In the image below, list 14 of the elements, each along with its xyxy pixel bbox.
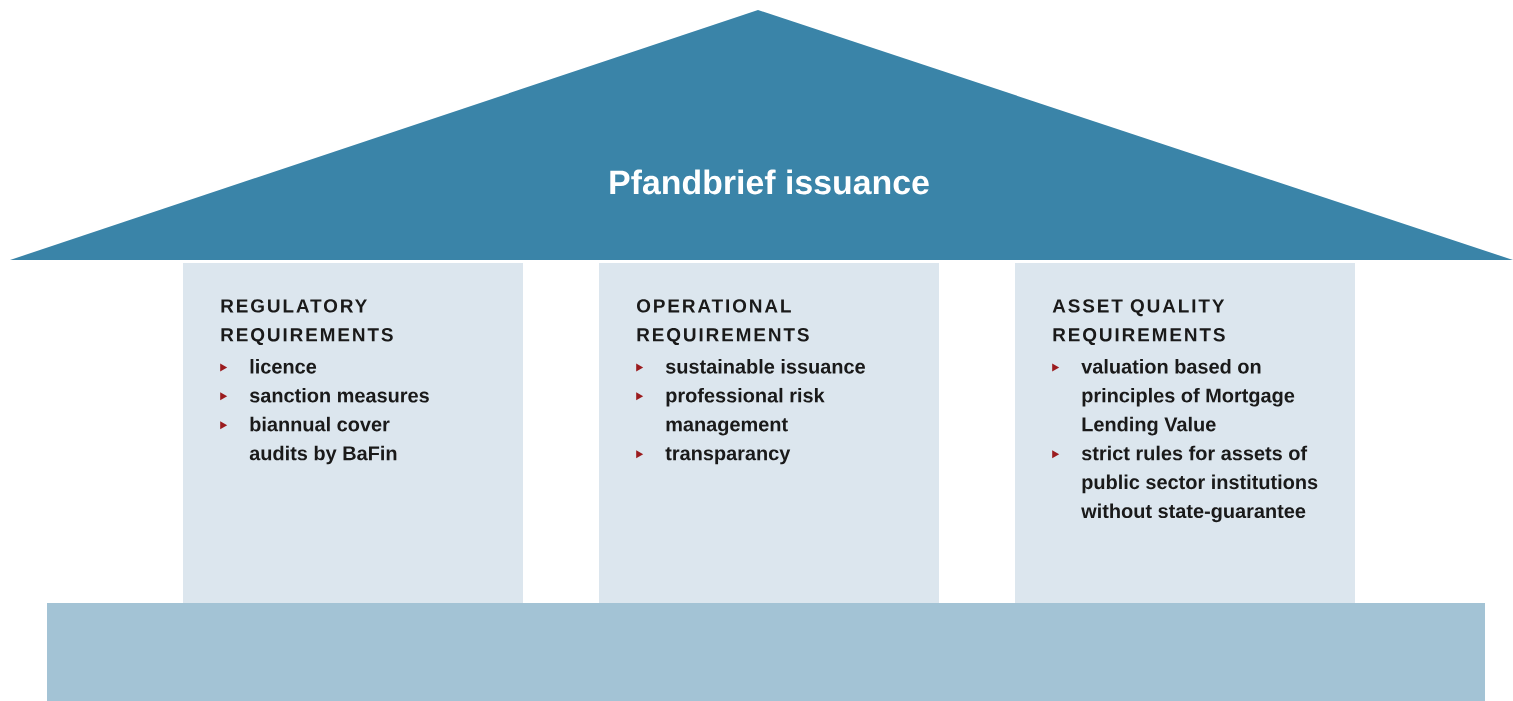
list-item: biannual cover audits by BaFin	[249, 416, 397, 465]
pillar-box	[1015, 263, 1355, 603]
roof-triangle: Pfandbrief issuance	[10, 10, 1513, 260]
list-item: sustainable issuance	[665, 359, 865, 374]
pillar-heading: OPERATIONAL REQUIREMENTS	[637, 299, 809, 345]
pillar-box	[183, 263, 523, 603]
pillar-box	[599, 263, 939, 603]
list-item: transparancy	[665, 447, 791, 465]
list-item: licence	[250, 359, 317, 374]
list-item: strict rules for assets of public sector institutions without state-guarantee	[1081, 445, 1318, 523]
pillar-heading: REGULATORY REQUIREMENTS	[221, 299, 393, 345]
base-block	[47, 603, 1485, 701]
pillar-heading: ASSET QUALITY REQUIREMENTS	[1052, 299, 1225, 345]
list-item: sanction measures	[249, 387, 429, 403]
